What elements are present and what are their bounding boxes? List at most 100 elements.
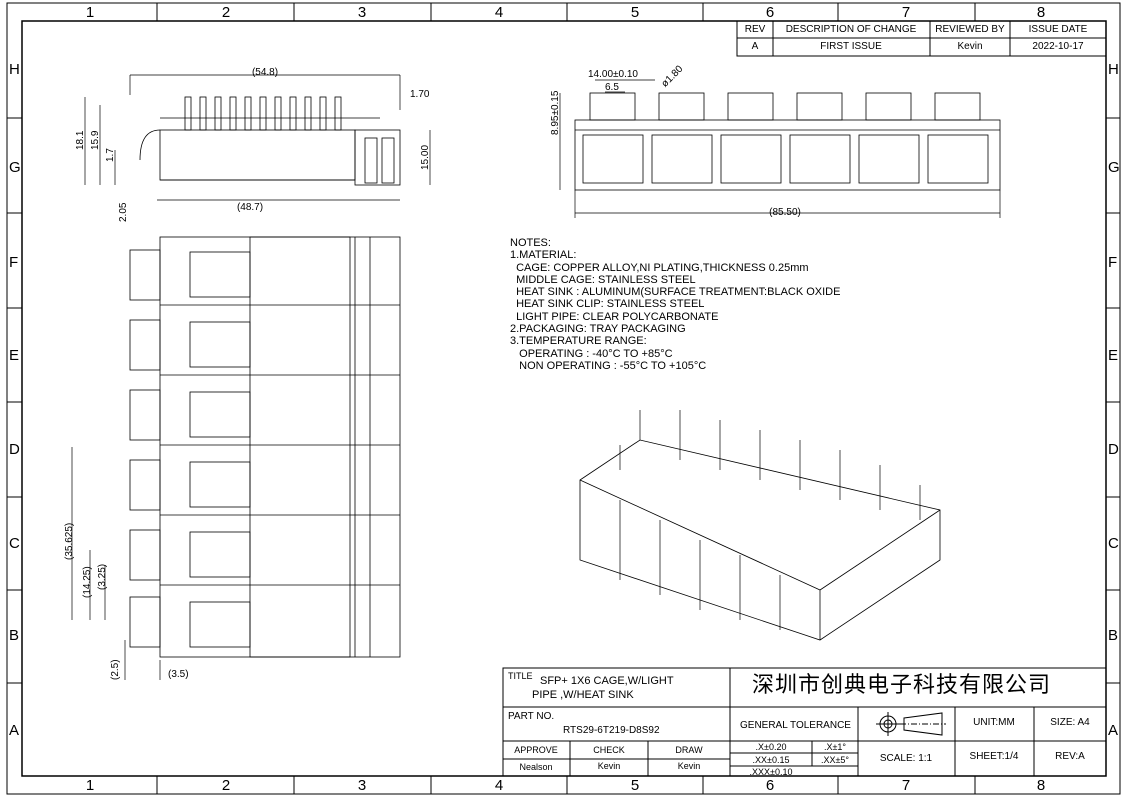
- side-view: [84, 74, 431, 201]
- col-label: 1: [85, 777, 95, 794]
- title-label: TITLE: [508, 671, 533, 681]
- col-label: 1: [85, 4, 95, 21]
- title-block-lines: [502, 667, 1107, 777]
- revision-table-lines: [736, 20, 1107, 57]
- dimension-label: 15.00: [420, 144, 431, 170]
- reviewed-by-header: REVIEWED BY: [935, 24, 1005, 35]
- tolerance-x: .X±0.20: [755, 742, 787, 752]
- dimension-label: (3.25): [97, 563, 108, 590]
- isometric-view: [579, 410, 941, 641]
- row-label: H: [9, 61, 20, 78]
- row-label: F: [1108, 254, 1118, 271]
- tolerance-xxx: .XXX±0.10: [749, 767, 793, 777]
- dimension-label: 14.00±0.10: [588, 69, 638, 80]
- col-label: 7: [901, 777, 911, 794]
- col-label: 2: [221, 777, 231, 794]
- dimension-label: (85.50): [769, 207, 801, 218]
- rev-value: A: [751, 41, 759, 52]
- row-label: B: [1108, 627, 1119, 644]
- row-label: E: [1108, 347, 1119, 364]
- dimension-label: (3.5): [168, 669, 189, 680]
- col-label: 5: [630, 4, 640, 21]
- outer-border: [6, 2, 1121, 795]
- unit: UNIT:MM: [973, 717, 1015, 728]
- issue-date-value: 2022-10-17: [1032, 41, 1084, 52]
- angular-tolerance-xx: .XX±5°: [820, 755, 850, 765]
- reviewer-value: Kevin: [957, 41, 983, 52]
- row-label: D: [9, 441, 20, 458]
- sheet-size: SIZE: A4: [1050, 717, 1090, 728]
- row-label: C: [1108, 535, 1119, 552]
- rev-header: REV: [744, 24, 766, 35]
- col-label: 8: [1036, 4, 1046, 21]
- front-view: [559, 79, 1001, 218]
- scale: SCALE: 1:1: [879, 753, 933, 764]
- approve-label: APPROVE: [514, 745, 558, 755]
- col-label: 2: [221, 4, 231, 21]
- description-header: DESCRIPTION OF CHANGE: [785, 24, 917, 35]
- part-number: RTS29-6T219-D8S92: [563, 725, 660, 736]
- general-tolerance-label: GENERAL TOLERANCE: [740, 720, 851, 731]
- drawer-name: Kevin: [677, 761, 701, 771]
- dimension-label: 6.5: [605, 82, 619, 93]
- notes-heading: NOTES:: [510, 237, 551, 249]
- note-line: 2.PACKAGING: TRAY PACKAGING: [510, 323, 686, 336]
- dimension-label: (14.25): [82, 566, 93, 598]
- col-label: 3: [357, 777, 367, 794]
- row-label: D: [1108, 441, 1119, 458]
- note-line: 1.MATERIAL:: [510, 249, 577, 262]
- note-line: MIDDLE CAGE: STAINLESS STEEL: [510, 273, 696, 286]
- dimension-label: (35.625): [64, 522, 75, 560]
- col-label: 5: [630, 777, 640, 794]
- col-label: 6: [765, 4, 775, 21]
- sheet-number: SHEET:1/4: [969, 751, 1019, 762]
- angular-tolerance-x: .X±1°: [823, 742, 847, 752]
- col-label: 8: [1036, 777, 1046, 794]
- note-line: 3.TEMPERATURE RANGE:: [510, 335, 647, 348]
- dimension-label: 8.95±0.15: [550, 90, 561, 135]
- tolerance-xx: .XX±0.15: [752, 755, 790, 765]
- row-label: F: [9, 254, 19, 271]
- check-label: CHECK: [593, 745, 625, 755]
- zone-ticks: [7, 3, 1120, 794]
- row-label: C: [9, 535, 20, 552]
- top-view: [71, 236, 401, 680]
- checker-name: Kevin: [597, 761, 621, 771]
- col-label: 7: [901, 4, 911, 21]
- draw-label: DRAW: [675, 745, 703, 755]
- drawing-title-line2: PIPE ,W/HEAT SINK: [532, 689, 634, 701]
- col-label: 3: [357, 4, 367, 21]
- col-label: 4: [494, 4, 504, 21]
- note-line: OPERATING : -40°C TO +85°C: [510, 347, 673, 360]
- drawing-title-line1: SFP+ 1X6 CAGE,W/LIGHT: [540, 675, 674, 687]
- dimension-label: (48.7): [236, 202, 264, 213]
- note-line: LIGHT PIPE: CLEAR POLYCARBONATE: [510, 310, 719, 323]
- dimension-label: 2.05: [118, 202, 129, 222]
- company-name: 深圳市创典电子科技有限公司: [752, 673, 1052, 698]
- col-label: 4: [494, 777, 504, 794]
- revision: REV:A: [1055, 751, 1085, 762]
- dimension-label: (2.5): [110, 659, 121, 680]
- dimension-label: 1.7: [105, 148, 116, 162]
- inner-border: [21, 20, 1107, 777]
- dimension-label: 15.9: [90, 130, 101, 150]
- note-line: HEAT SINK CLIP: STAINLESS STEEL: [510, 298, 705, 311]
- dimension-label: 18.1: [75, 130, 86, 150]
- dimension-label: 1.70: [410, 89, 430, 100]
- issue-date-header: ISSUE DATE: [1028, 24, 1088, 35]
- part-no-label: PART NO.: [508, 711, 555, 722]
- approver-name: Nealson: [519, 762, 553, 772]
- row-label: A: [1108, 722, 1119, 739]
- row-label: A: [9, 722, 20, 739]
- note-line: HEAT SINK : ALUMINUM(SURFACE TREATMENT:B…: [510, 286, 841, 299]
- notes-block: NOTES:1.MATERIAL: CAGE: COPPER ALLOY,NI …: [510, 237, 840, 372]
- description-value: FIRST ISSUE: [820, 41, 882, 52]
- col-label: 6: [765, 777, 775, 794]
- row-label: E: [9, 347, 20, 364]
- note-line: CAGE: COPPER ALLOY,NI PLATING,THICKNESS …: [510, 261, 809, 274]
- row-label: B: [9, 627, 20, 644]
- row-label: G: [1108, 159, 1120, 176]
- note-line: NON OPERATING : -55°C TO +105°C: [510, 359, 707, 372]
- row-label: G: [9, 159, 21, 176]
